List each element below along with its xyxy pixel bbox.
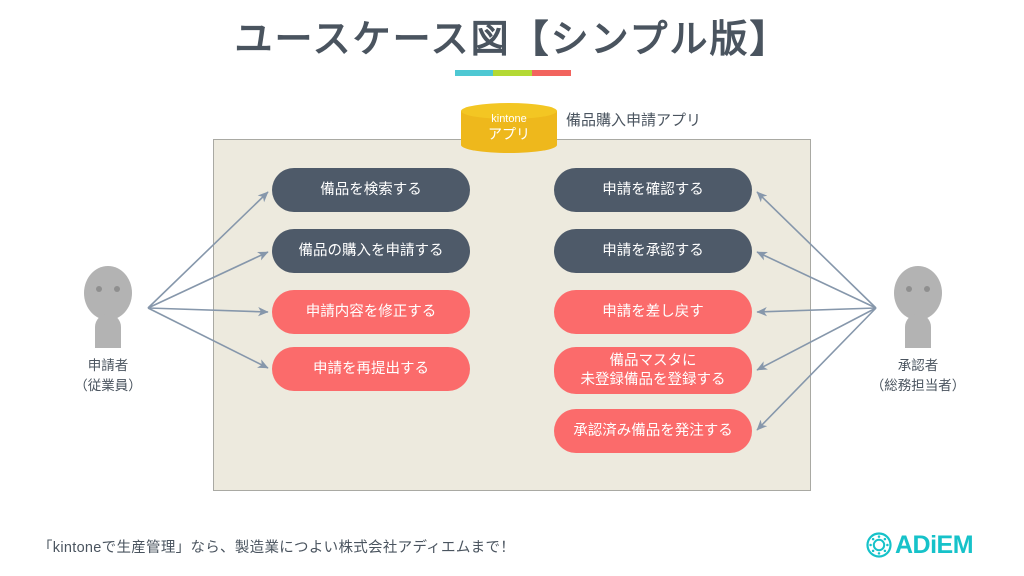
actor-applicant-label: 申請者 （従業員） [43, 356, 173, 395]
actor-approver-figure-icon [853, 266, 983, 348]
actor-eye-left [96, 286, 102, 292]
usecase-return-application[interactable]: 申請を差し戻す [554, 290, 752, 334]
actor-applicant: 申請者 （従業員） [43, 266, 173, 395]
actor-body [905, 314, 931, 348]
usecase-confirm-application[interactable]: 申請を確認する [554, 168, 752, 212]
actor-eye-right [114, 286, 120, 292]
usecase-master-line1: 備品マスタに [609, 353, 697, 370]
footer-tagline: 「kintoneで生産管理」なら、製造業につよい株式会社アディエムまで！ [38, 540, 516, 556]
usecase-resubmit-application[interactable]: 申請を再提出する [272, 347, 470, 391]
app-caption-label: 備品購入申請アプリ [566, 112, 702, 129]
title-underline-segment-cyan [455, 70, 493, 76]
usecase-edit-application[interactable]: 申請内容を修正する [272, 290, 470, 334]
brand-logo: ADiEM [866, 530, 974, 559]
actor-approver-label: 承認者 （総務担当者） [853, 356, 983, 395]
actor-head [84, 266, 132, 320]
title-underline-accent [455, 70, 571, 76]
actor-body [95, 314, 121, 348]
actor-applicant-figure-icon [43, 266, 173, 348]
actor-head [894, 266, 942, 320]
usecase-master-line2: 未登録備品を登録する [580, 371, 726, 388]
actor-applicant-role: （従業員） [74, 377, 142, 393]
page-title: ユースケース図【シンプル版】 [234, 19, 790, 61]
title-underline-segment-red [532, 70, 571, 76]
usecase-order-approved-item[interactable]: 承認済み備品を発注する [554, 409, 752, 453]
actor-approver-role: （総務担当者） [870, 377, 966, 393]
usecase-request-purchase[interactable]: 備品の購入を申請する [272, 229, 470, 273]
usecase-approve-application[interactable]: 申請を承認する [554, 229, 752, 273]
title-underline-segment-green [493, 70, 532, 76]
usecase-register-master-item[interactable]: 備品マスタに 未登録備品を登録する [554, 347, 752, 394]
kintone-sub-text: アプリ [488, 125, 530, 142]
cylinder-label: kintone アプリ [461, 113, 557, 142]
brand-logo-text: ADiEM [895, 530, 974, 559]
cylinder-top-ellipse [461, 103, 557, 119]
actor-eye-left [906, 286, 912, 292]
actor-eye-right [924, 286, 930, 292]
kintone-name-text: kintone [491, 113, 527, 125]
adiem-sun-icon [866, 532, 892, 558]
usecase-search-supplies[interactable]: 備品を検索する [272, 168, 470, 212]
actor-applicant-name: 申請者 [87, 358, 129, 373]
actor-approver: 承認者 （総務担当者） [853, 266, 983, 395]
kintone-app-cylinder-icon: kintone アプリ [461, 103, 557, 153]
actor-approver-name: 承認者 [897, 358, 939, 373]
